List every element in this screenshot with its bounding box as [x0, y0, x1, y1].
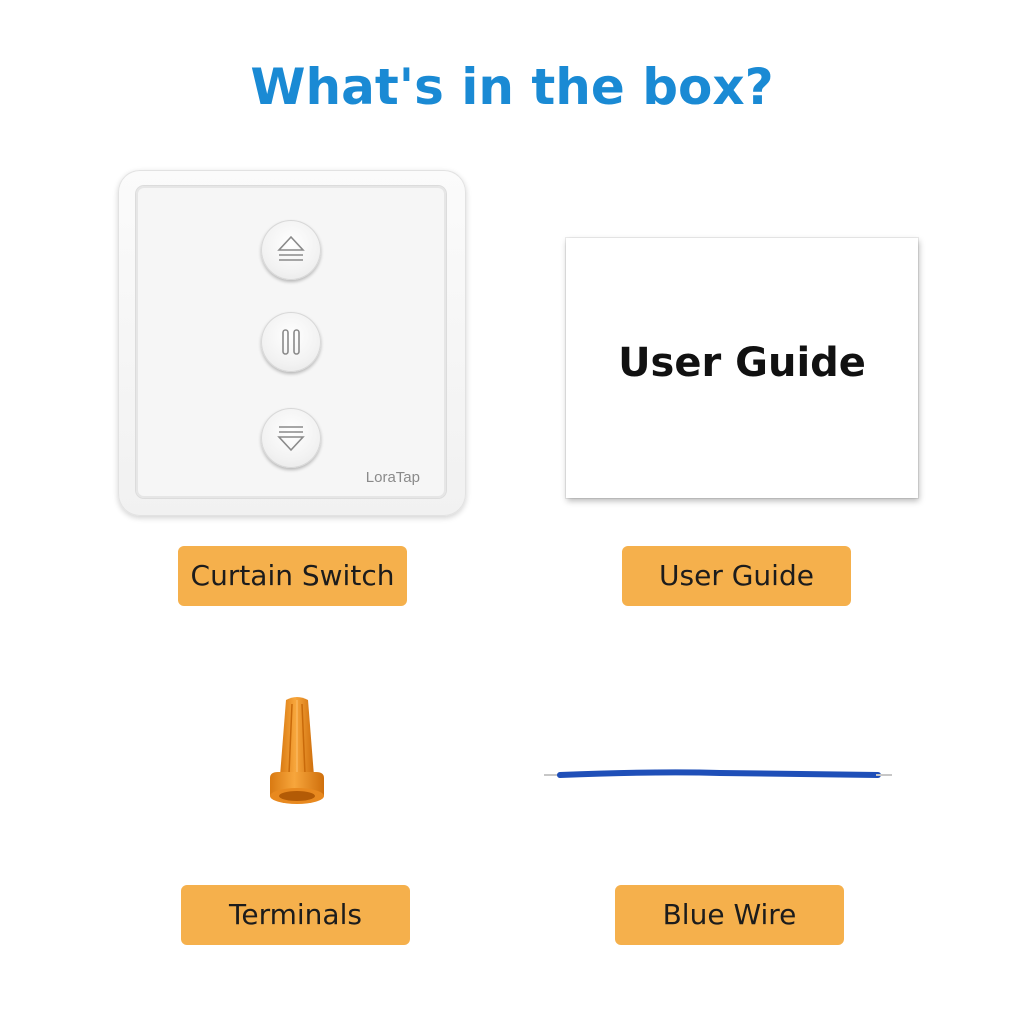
down-arrow-icon	[277, 426, 305, 452]
curtain-switch-image: LoraTap	[118, 170, 466, 516]
user-guide-cover-text: User Guide	[618, 340, 866, 386]
page-title: What's in the box?	[250, 58, 774, 116]
user-guide-image: User Guide	[566, 238, 918, 498]
switch-panel: LoraTap	[136, 186, 446, 498]
label-curtain-switch: Curtain Switch	[178, 546, 407, 606]
switch-up-button	[261, 220, 321, 280]
switch-pause-button	[261, 312, 321, 372]
wire-nut-terminal-icon	[270, 697, 324, 804]
label-terminals: Terminals	[181, 885, 410, 945]
brand-logo: LoraTap	[365, 469, 420, 486]
blue-wire-icon	[544, 769, 892, 778]
label-blue-wire: Blue Wire	[615, 885, 844, 945]
up-arrow-icon	[277, 235, 305, 261]
switch-down-button	[261, 408, 321, 468]
pause-icon	[282, 329, 300, 355]
label-user-guide: User Guide	[622, 546, 851, 606]
